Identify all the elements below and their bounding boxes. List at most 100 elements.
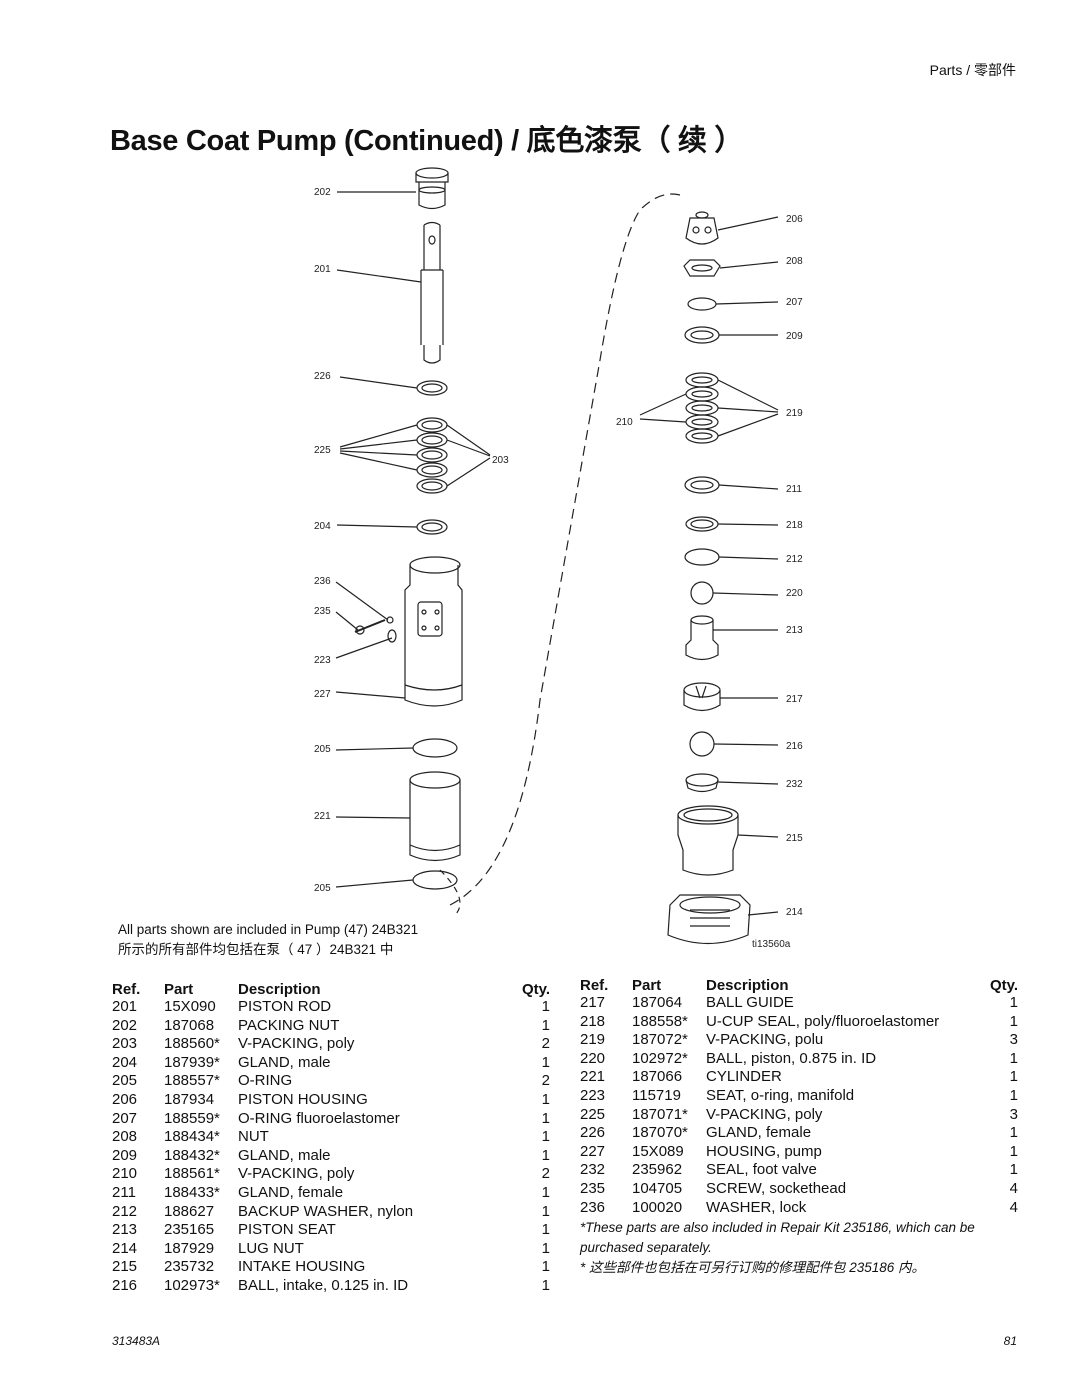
header-part: Part [632, 977, 662, 994]
cell-description: LUG NUT [238, 1239, 304, 1257]
cell-description: PISTON SEAT [238, 1221, 336, 1239]
cell-ref: 236 [580, 1198, 606, 1216]
cell-part: 187066 [632, 1068, 683, 1086]
piston-ball-part [690, 581, 714, 605]
callout-226: 226 [314, 371, 331, 382]
cell-ref: 205 [112, 1072, 138, 1090]
cell-description: HOUSING, pump [706, 1142, 822, 1160]
section-header: Parts / 零部件 [929, 62, 1016, 78]
cell-description: V-PACKING, poly [238, 1035, 355, 1053]
cell-qty: 4 [1009, 1198, 1018, 1216]
ball-guide-part [683, 682, 721, 712]
cell-part: 187068 [164, 1016, 215, 1034]
cell-part: 104705 [632, 1179, 683, 1197]
cell-description: V-PACKING, poly [706, 1105, 823, 1123]
cell-ref: 204 [112, 1053, 138, 1071]
cell-description: BALL GUIDE [706, 994, 794, 1011]
cell-part: 235962 [632, 1161, 683, 1179]
callout-218: 218 [786, 520, 803, 531]
gland-female-part-226 [416, 380, 448, 396]
cell-description: O-RING [238, 1072, 293, 1090]
cell-ref: 211 [112, 1183, 136, 1201]
cell-qty: 1 [541, 1109, 550, 1127]
cell-part: 188558* [632, 1012, 688, 1030]
cell-ref: 202 [112, 1016, 138, 1034]
cell-ref: 218 [580, 1012, 606, 1030]
cell-part: 188434* [164, 1128, 220, 1146]
callout-208: 208 [786, 256, 803, 267]
cell-description: V-PACKING, polu [706, 1031, 824, 1049]
cell-part: 188432* [164, 1146, 220, 1164]
callout-219: 219 [786, 408, 803, 419]
callout-217: 217 [786, 694, 803, 705]
page-number: 81 [1003, 1334, 1017, 1348]
cell-part: 102972* [632, 1049, 688, 1067]
diagram-note: All parts shown are included in Pump (47… [118, 920, 418, 960]
cell-qty: 1 [541, 1276, 550, 1294]
header-ref: Ref. [112, 981, 141, 998]
piston-housing-part [685, 211, 719, 245]
cell-description: SEAT, o-ring, manifold [706, 1086, 855, 1104]
v-packing-stack-right [685, 372, 719, 444]
cell-part: 15X090 [164, 998, 216, 1015]
intake-housing-part [677, 805, 739, 876]
cell-ref: 235 [580, 1179, 606, 1197]
diagram-note-chinese: 所示的所有部件均包括在泵（ 47 ）24B321 中 [118, 942, 394, 957]
cell-part: 187070* [632, 1124, 688, 1142]
cell-qty: 1 [541, 1239, 550, 1257]
callout-214: 214 [786, 907, 803, 918]
header-description: Description [238, 981, 321, 998]
cell-qty: 3 [1009, 1031, 1018, 1049]
cell-ref: 212 [112, 1202, 138, 1220]
cell-qty: 1 [1009, 1012, 1018, 1030]
cell-qty: 1 [1009, 1086, 1018, 1104]
intake-ball-part [689, 731, 715, 757]
cell-description: PACKING NUT [238, 1016, 340, 1034]
cell-part: 187071* [632, 1105, 688, 1123]
cell-ref: 220 [580, 1049, 606, 1067]
packing-nut-part [415, 167, 449, 210]
callout-211: 211 [786, 484, 802, 495]
cell-ref: 227 [580, 1142, 606, 1160]
callout-209: 209 [786, 331, 803, 342]
cell-ref: 203 [112, 1035, 138, 1053]
cell-ref: 225 [580, 1105, 606, 1123]
cell-description: NUT [238, 1128, 269, 1146]
callout-207: 207 [786, 297, 803, 308]
page-title: Base Coat Pump (Continued) / 底色漆泵（ 续 ） [110, 125, 744, 157]
callout-206: 206 [786, 214, 803, 225]
lug-nut-part [667, 894, 751, 945]
cell-ref: 207 [112, 1109, 138, 1127]
cell-part: 188627 [164, 1202, 215, 1220]
diagram-note-english: All parts shown are included in Pump (47… [118, 922, 419, 937]
callout-227: 227 [314, 689, 331, 700]
cell-part: 187072* [632, 1031, 688, 1049]
o-ring-part-upper [412, 738, 458, 758]
cell-qty: 2 [541, 1035, 550, 1053]
footnote-chinese: * 这些部件也包括在可另行订购的修理配件包 235186 内。 [580, 1260, 926, 1275]
gland-male-part-204 [416, 519, 448, 535]
callout-220: 220 [786, 588, 803, 599]
pump-housing-part [404, 556, 463, 707]
cell-part: 187934 [164, 1090, 215, 1108]
callout-203: 203 [492, 455, 509, 466]
callout-205-lower: 205 [314, 883, 331, 894]
cell-ref: 216 [112, 1276, 138, 1294]
gland-male-part-209 [684, 326, 720, 344]
cell-qty: 1 [541, 1202, 550, 1220]
footnote-english: *These parts are also included in Repair… [580, 1220, 975, 1255]
cell-ref: 208 [112, 1128, 138, 1146]
cell-part: 187064 [632, 994, 683, 1011]
callout-201: 201 [314, 264, 331, 275]
cell-part: 235165 [164, 1221, 215, 1239]
